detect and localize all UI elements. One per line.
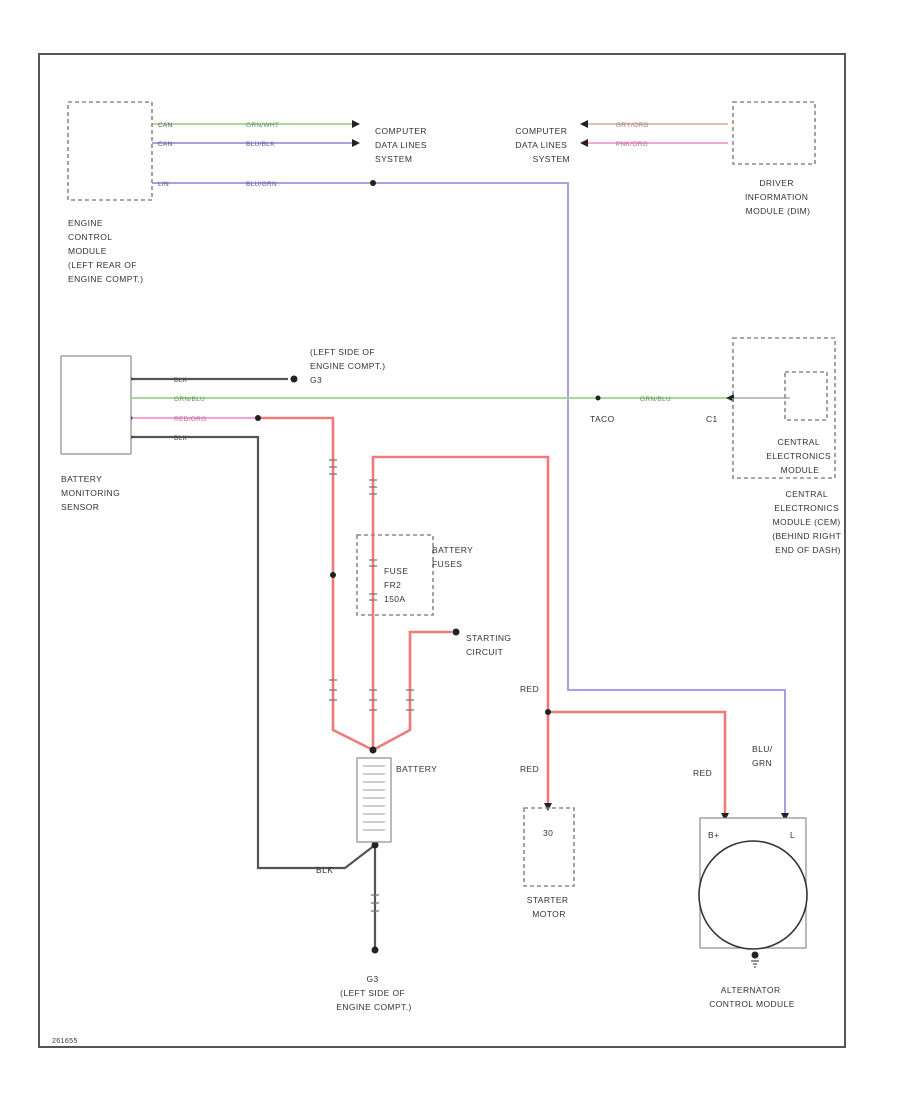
connector-arrow-icon	[726, 394, 734, 402]
starter-motor-box	[523, 807, 575, 887]
battery-monitoring-sensor-box	[60, 355, 132, 455]
splice-lin	[370, 180, 376, 186]
red-label-2: RED	[520, 764, 539, 774]
starter-pin-label: 30	[543, 828, 553, 838]
connector-arrow-icon	[580, 120, 588, 128]
battery-icon	[356, 757, 392, 843]
cem-wire-label: GRN/BLU	[640, 396, 671, 403]
red-label-3: RED	[693, 768, 712, 778]
wire-bms-blk	[132, 435, 376, 870]
alt-pin-b-label: B+	[708, 830, 719, 840]
wire-alternator-feed	[548, 710, 727, 815]
connector-arrow-icon	[352, 120, 360, 128]
battery-fuses-box	[356, 534, 434, 616]
connector-arrow-icon	[352, 139, 360, 147]
ground-g3-bottom-label: G3 (LEFT SIDE OF ENGINE COMPT.)	[336, 974, 412, 1012]
connector-ticks	[329, 459, 414, 912]
battery-terminal-bottom	[371, 841, 379, 849]
battery-fuses-label: BATTERY FUSES	[432, 545, 476, 569]
bms-wire-2-label: GRN/BLU	[174, 396, 205, 403]
diagram-frame	[38, 53, 846, 1048]
battery-terminal-top	[369, 746, 377, 754]
ecm-label: ENGINE CONTROL MODULE (LEFT REAR OF ENGI…	[68, 218, 144, 284]
wire-bms-red	[258, 416, 374, 752]
splice-fuse-left	[330, 572, 336, 578]
connector-arrow-icon	[721, 813, 729, 821]
ground-g3-top	[290, 375, 298, 383]
wire-battery-fuse	[371, 455, 550, 805]
cem-pin-label: C1	[706, 414, 718, 424]
fuse-label: FUSE FR2 150A	[384, 566, 411, 604]
alternator-icon	[698, 840, 808, 950]
wire-ecm-lin	[152, 182, 786, 815]
splice-taco	[595, 395, 601, 401]
bms-wire-4-label: BLK	[174, 435, 188, 442]
ecm-wire-3-label: BLU/GRN	[246, 181, 277, 188]
bms-wire-1-label: BLK	[174, 377, 188, 384]
central-electronics-module-box	[732, 337, 836, 479]
alternator-ground-terminal	[751, 951, 759, 959]
ecm-pin-3-label: LIN	[158, 181, 169, 188]
splice-bms-red	[255, 415, 261, 421]
cem-inner-box	[784, 371, 828, 421]
dim-label: DRIVER INFORMATION MODULE (DIM)	[745, 178, 811, 216]
dim-wire-2-label: PNK/ORG	[616, 141, 648, 148]
connector-arrow-icon	[580, 139, 588, 147]
alt-wire-color-label: BLU/ GRN	[752, 744, 775, 768]
taco-label: TACO	[590, 414, 615, 424]
ecm-wire-1-label: GRN/WHT	[246, 122, 279, 129]
bms-label: BATTERY MONITORING SENSOR	[61, 474, 123, 512]
blk-bottom-label: BLK	[316, 865, 333, 875]
starting-circuit-label: STARTING CIRCUIT	[466, 633, 514, 657]
figure-id-label: 261655	[52, 1038, 78, 1045]
bms-wire-3-label: RED/ORG	[174, 416, 206, 423]
red-label-1: RED	[520, 684, 539, 694]
ground-g3-bottom	[371, 946, 379, 954]
ecm-wire-2-label: BLU/BLK	[246, 141, 275, 148]
alt-pin-l-label: L	[790, 830, 795, 840]
dim-wire-1-label: GRY/ORG	[616, 122, 649, 129]
wire-labels: CAN CAN LIN GRN/WHT BLU/BLK BLU/GRN GRY/…	[158, 122, 671, 442]
starting-circuit-terminal	[452, 628, 460, 636]
ecm-pin-1-label: CAN	[158, 122, 173, 129]
cdls-right-label: COMPUTER DATA LINES SYSTEM	[515, 126, 570, 164]
ground-symbol-icon	[751, 960, 759, 968]
splice-starter	[545, 709, 551, 715]
starter-label: STARTER MOTOR	[527, 895, 571, 919]
ground-g3-top-label: (LEFT SIDE OF ENGINE COMPT.) G3	[310, 347, 388, 385]
driver-information-module-box	[732, 101, 816, 165]
connector-arrow-icon	[781, 813, 789, 821]
connector-arrow-icon	[544, 803, 552, 811]
fuse-icon	[369, 559, 377, 601]
cem-label: CENTRAL ELECTRONICS MODULE (CEM) (BEHIND…	[772, 489, 844, 555]
wire-starting-circuit	[372, 630, 452, 752]
cdls-left-label: COMPUTER DATA LINES SYSTEM	[375, 126, 430, 164]
ecm-pin-2-label: CAN	[158, 141, 173, 148]
cem-inner-label: CENTRAL ELECTRONICS MODULE	[766, 437, 834, 475]
battery-label: BATTERY	[396, 764, 437, 774]
battery-cells	[363, 765, 385, 831]
engine-control-module-box	[67, 101, 153, 201]
alternator-label: ALTERNATOR CONTROL MODULE	[709, 985, 795, 1009]
